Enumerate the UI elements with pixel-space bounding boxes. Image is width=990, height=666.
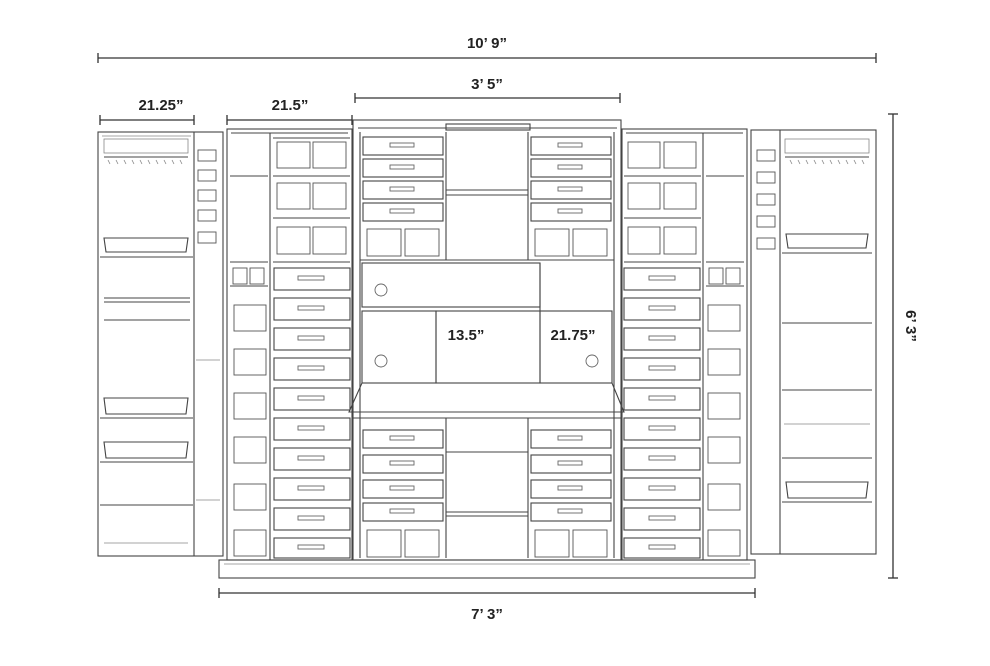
base-width-label: 7’ 3” [471,606,503,623]
dim-base-width: 7’ 3” [218,588,756,623]
right-wing [621,128,748,561]
left-wing-drawers [273,267,351,559]
inner-panel-width-label: 21.75” [550,327,595,344]
center-width-label: 3’ 5” [471,76,503,93]
total-width-label: 10’ 9” [467,35,507,52]
dim-height: 6’ 3” [888,113,919,579]
right-wing-drawers [623,267,701,559]
height-label: 6’ 3” [902,310,919,342]
dim-total-width: 10’ 9” [97,35,877,63]
center-cabinet: 13.5” 21.75” [348,119,625,561]
cabinet-base [218,559,756,579]
left-door-width-label: 21.25” [138,97,183,114]
dim-center-width: 3’ 5” [354,76,621,103]
left-wing-width-label: 21.5” [272,97,309,114]
inner-panel-height-label: 13.5” [448,327,485,344]
left-wing [226,128,353,561]
dim-left-door-width: 21.25” [99,97,195,125]
right-door [750,129,877,555]
left-door [97,131,224,557]
dim-left-wing-width: 21.5” [226,97,353,125]
